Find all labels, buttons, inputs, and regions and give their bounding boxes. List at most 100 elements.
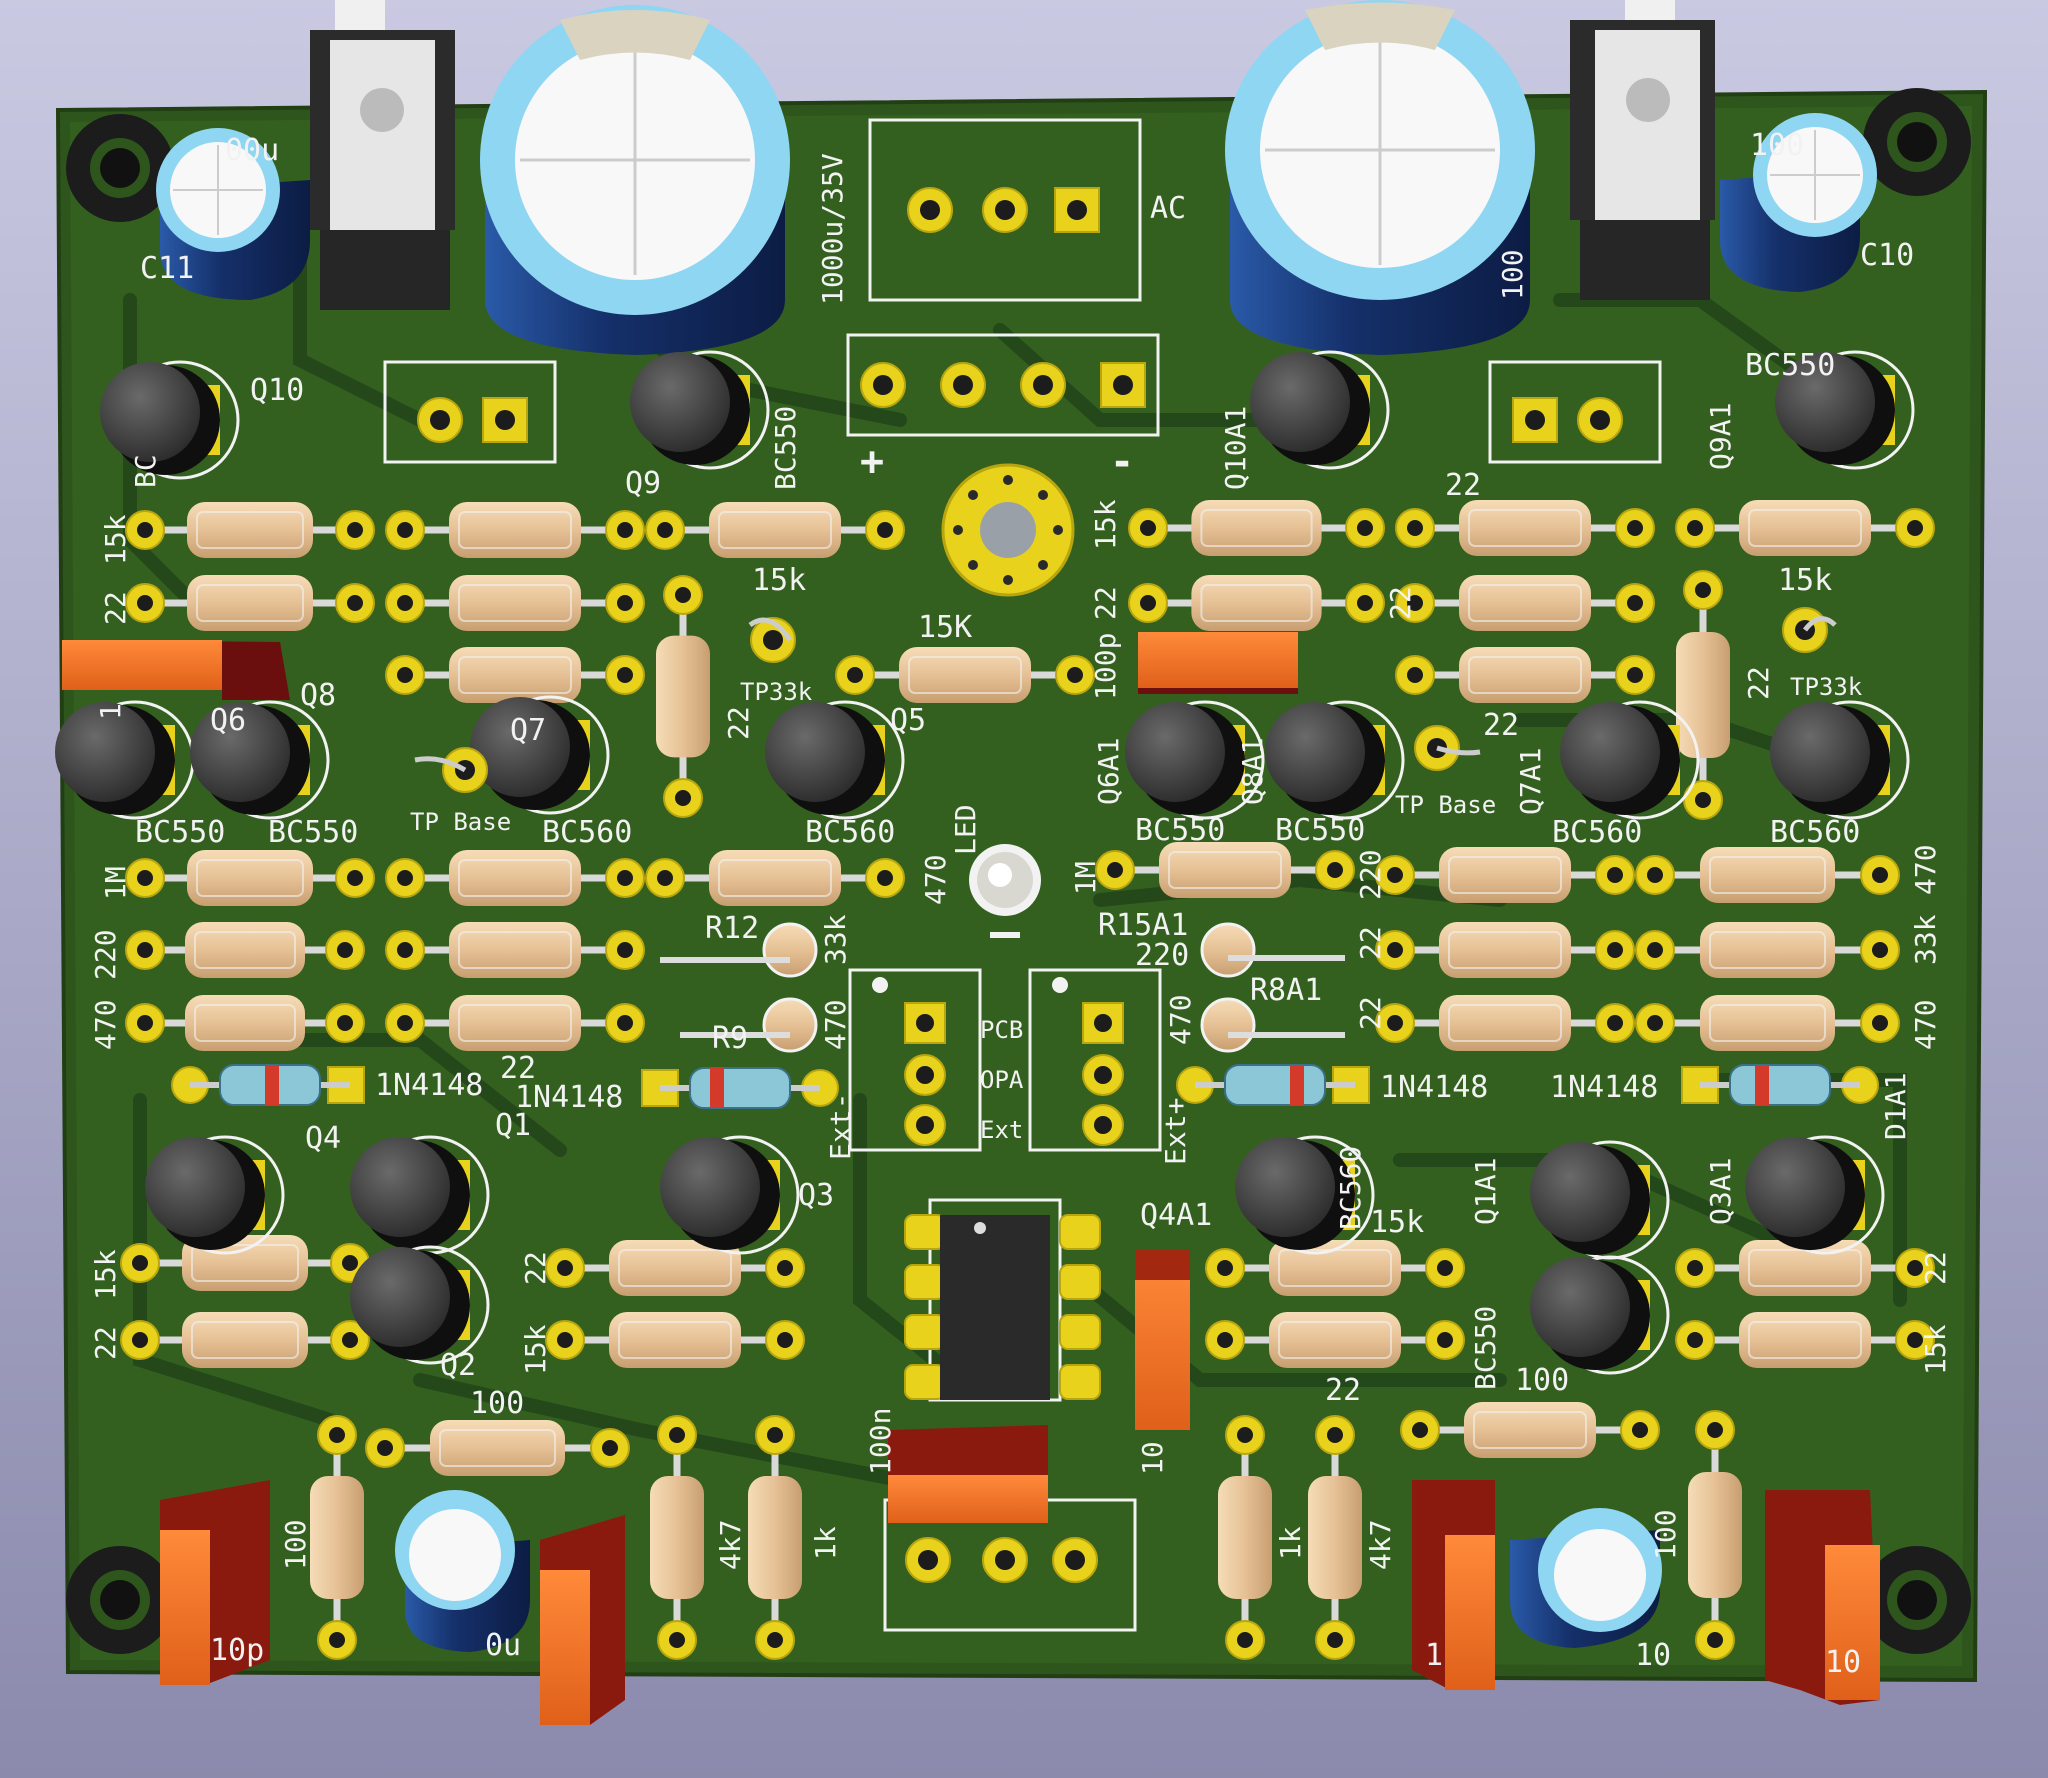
label-q8: Q8	[300, 678, 336, 713]
resistors-vertical	[310, 570, 1742, 1660]
label-plus: +	[860, 439, 884, 485]
opamp-ic	[904, 1198, 1101, 1402]
transistor	[1265, 700, 1405, 820]
label-ac: AC	[1150, 191, 1186, 226]
resistor	[365, 1420, 630, 1476]
transistor	[350, 1245, 490, 1365]
transistor	[660, 1135, 800, 1255]
svg-text:22: 22	[1354, 926, 1387, 960]
transistor	[350, 1135, 490, 1255]
svg-text:22: 22	[1384, 586, 1417, 620]
resistor	[125, 995, 365, 1051]
label-q4: Q4	[305, 1121, 341, 1156]
label-q8a1: Q8A1	[1236, 738, 1269, 805]
label-c10: C10	[1860, 238, 1914, 273]
resistor	[1375, 847, 1635, 903]
resistor	[1308, 1415, 1362, 1660]
label-q3a1: Q3A1	[1704, 1158, 1737, 1225]
resistor	[1375, 995, 1635, 1051]
resistor	[1205, 1312, 1465, 1368]
resistor	[1635, 922, 1900, 978]
capacitor-1000u-left	[480, 5, 790, 355]
label-q10: Q10	[250, 373, 304, 408]
svg-text:4k7: 4k7	[714, 1519, 747, 1570]
capacitor-1000u-right	[1225, 0, 1535, 355]
label-minus: -	[1110, 439, 1134, 485]
label-1000u: 1000u/35V	[816, 153, 849, 305]
silkscreen: 1000u/35V 100 AC + - C11 00u C10 100 Q10…	[89, 128, 1952, 1680]
resistor	[748, 1415, 802, 1660]
resistor	[545, 1312, 805, 1368]
connector-power	[860, 362, 1146, 408]
label-100-c10: 100	[1750, 128, 1804, 163]
label-q7a1: Q7A1	[1514, 748, 1547, 815]
svg-text:BC550: BC550	[1135, 813, 1225, 848]
svg-text:15k: 15k	[752, 563, 806, 598]
transistor	[1530, 1140, 1670, 1260]
resistor	[125, 502, 375, 558]
label-ext-minus: Ext-	[824, 1093, 857, 1160]
label-q5: Q5	[890, 703, 926, 738]
label-d1a1: D1A1	[1879, 1073, 1912, 1140]
capacitor-bottom-left	[395, 1490, 530, 1652]
svg-text:BC560: BC560	[1770, 815, 1860, 850]
label-q9a1: Q9A1	[1704, 403, 1737, 470]
transistor	[190, 700, 330, 820]
label-tp33k-right: TP33k	[1790, 673, 1863, 701]
test-points	[414, 607, 1837, 793]
resistor	[1128, 575, 1385, 631]
svg-text:10p: 10p	[210, 1633, 264, 1668]
svg-text:15k: 15k	[1089, 499, 1122, 550]
resistor	[1218, 1415, 1272, 1660]
svg-text:1M: 1M	[1069, 861, 1102, 895]
svg-text:22: 22	[1354, 996, 1387, 1030]
ground-pad	[941, 463, 1075, 597]
label-bc550-bottom: BC550	[1469, 1306, 1502, 1390]
resistor	[1676, 570, 1730, 820]
label-q7: Q7	[510, 713, 546, 748]
label-1n4148-c: 1N4148	[1380, 1070, 1488, 1105]
label-1n4148-b: 1N4148	[515, 1080, 623, 1115]
label-q3: Q3	[798, 1178, 834, 1213]
svg-text:15K: 15K	[918, 610, 972, 645]
svg-text:100: 100	[1515, 1363, 1569, 1398]
resistor	[545, 1240, 805, 1296]
resistor	[1635, 847, 1900, 903]
resistor	[385, 647, 645, 703]
svg-text:1k: 1k	[1274, 1526, 1307, 1560]
label-tp-base-left: TP Base	[410, 808, 511, 836]
label-1n4148-a: 1N4148	[375, 1068, 483, 1103]
label-q6a1: Q6A1	[1092, 738, 1125, 805]
label-bc550-q9: BC550	[769, 406, 802, 490]
resistor	[645, 850, 905, 906]
label-bc-frag: BC	[129, 454, 162, 488]
transistor	[1775, 350, 1915, 470]
capacitor-c11	[156, 128, 310, 300]
resistor	[645, 502, 905, 558]
svg-text:470: 470	[1909, 999, 1942, 1050]
svg-text:BC550: BC550	[135, 815, 225, 850]
svg-text:1k: 1k	[809, 1526, 842, 1560]
diodes	[171, 1064, 1879, 1109]
label-r9: R9	[712, 1021, 748, 1056]
label-r12: R12	[705, 911, 759, 946]
resistor	[385, 575, 645, 631]
svg-text:BC560: BC560	[805, 815, 895, 850]
svg-text:100: 100	[1649, 1509, 1682, 1560]
label-ext: Ext	[980, 1116, 1023, 1144]
resistor	[385, 502, 645, 558]
svg-text:0u: 0u	[485, 1628, 521, 1663]
transistor	[1125, 700, 1265, 820]
label-tp33k-left: TP33k	[740, 678, 813, 706]
svg-text:470: 470	[819, 999, 852, 1050]
svg-text:10: 10	[1136, 1441, 1169, 1475]
svg-text:15k: 15k	[1778, 563, 1832, 598]
label-q10a1: Q10A1	[1219, 406, 1252, 490]
resistor	[385, 995, 645, 1051]
regulator-left	[310, 0, 455, 310]
svg-text:220: 220	[1354, 849, 1387, 900]
resistor	[1205, 1240, 1465, 1296]
svg-text:22: 22	[519, 1251, 552, 1285]
resistor	[385, 922, 645, 978]
label-q4a1: Q4A1	[1140, 1198, 1212, 1233]
